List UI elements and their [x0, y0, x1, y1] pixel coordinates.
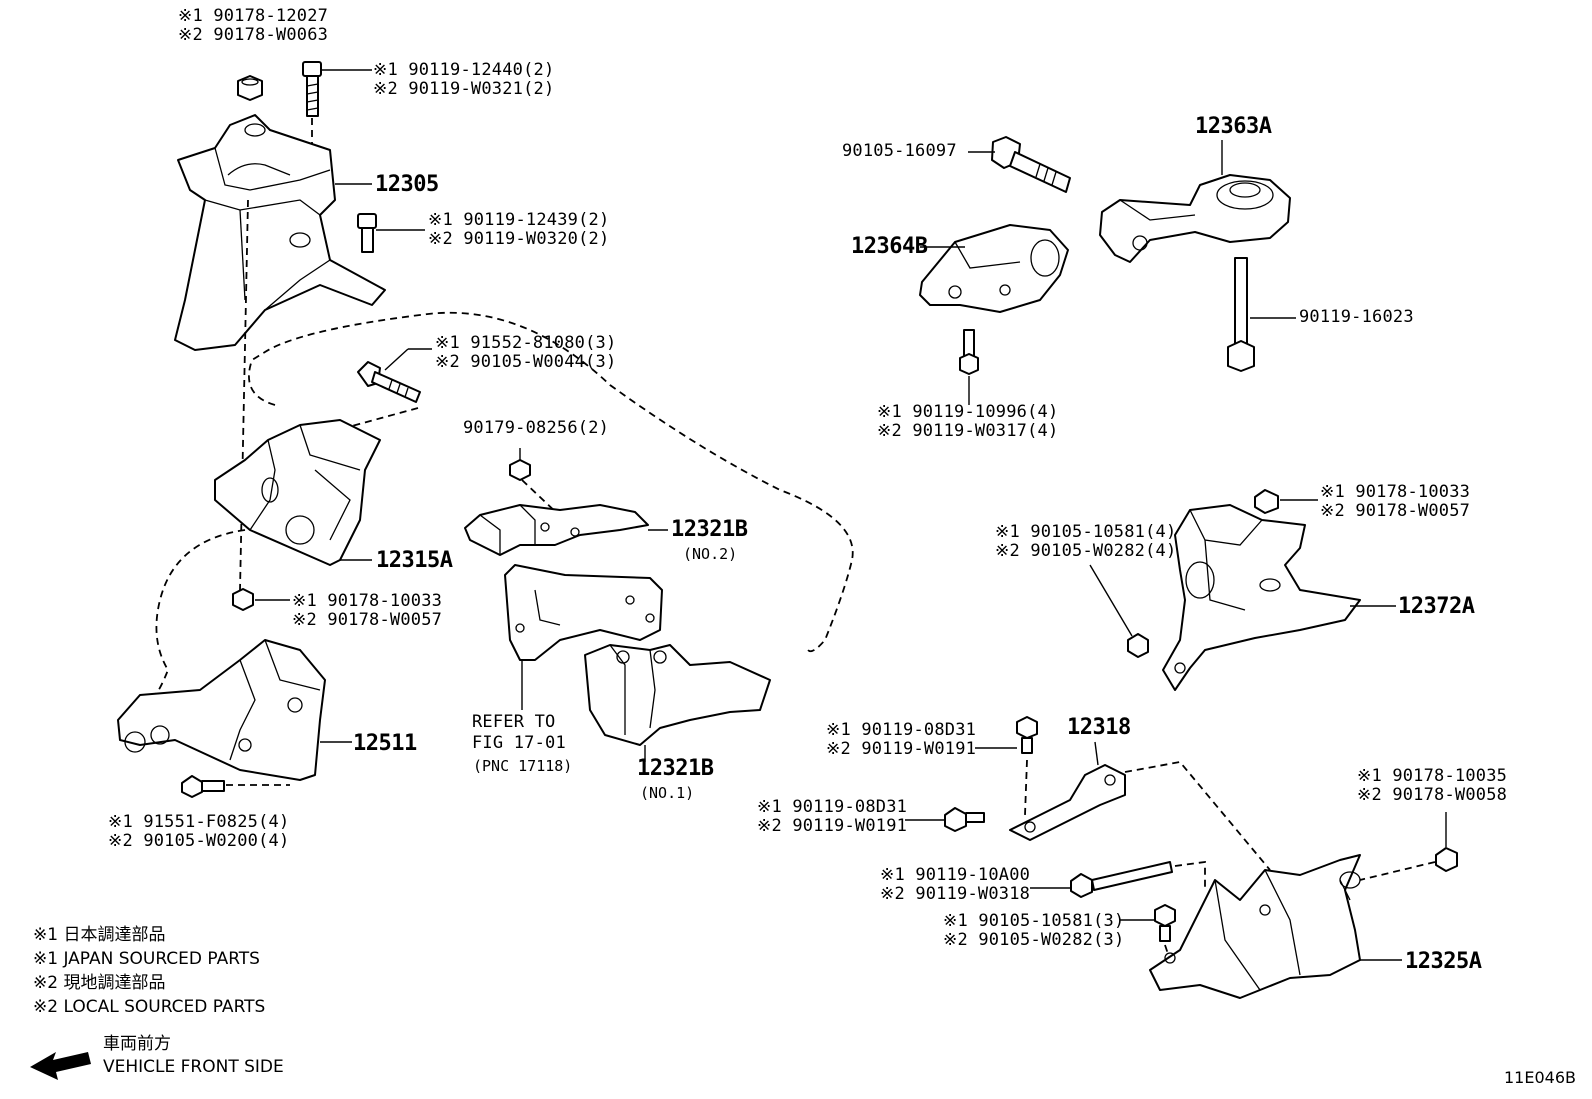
- part-12363A: [1099, 140, 1291, 263]
- part-number-12363A: 12363A: [1195, 114, 1272, 139]
- part-12318: [1009, 741, 1126, 841]
- part-number-12321B-no2: 12321B: [671, 517, 748, 542]
- label-bolt-mid-1: ※1 90119-12439(2): [428, 210, 610, 230]
- label-bolt-10a00-2: ※2 90119-W0318: [880, 884, 1031, 904]
- bolt-08d31-b: [905, 807, 985, 832]
- part-number-12372A: 12372A: [1398, 594, 1475, 619]
- label-bolt-4x-1: ※1 90119-10996(4): [877, 402, 1059, 422]
- label-bolt-3x-2: ※2 90105-W0282(3): [943, 930, 1125, 950]
- front-side-jp: 車両前方: [103, 1034, 171, 1054]
- label-bolt-08d31-b-2: ※2 90119-W0191: [757, 816, 908, 836]
- ref-bracket: [504, 564, 663, 710]
- label-bolt-3x-1: ※1 90105-10581(3): [943, 911, 1125, 931]
- label-nut-10035-1: ※1 90178-10035: [1357, 766, 1508, 786]
- label-bolt-90119-16023: 90119-16023: [1299, 307, 1414, 327]
- bolt-3x: [1120, 904, 1176, 942]
- label-nut-right-2: ※2 90178-W0057: [1320, 501, 1471, 521]
- label-bolt-right-1: ※1 90105-10581(4): [995, 522, 1177, 542]
- label-bolt-long-1: ※1 91552-81080(3): [435, 333, 617, 353]
- legend-line-2: ※1 JAPAN SOURCED PARTS: [33, 949, 260, 969]
- bolt-4x: [959, 329, 979, 405]
- label-nut-10035-2: ※2 90178-W0058: [1357, 785, 1508, 805]
- label-no2: (NO.2): [683, 545, 738, 563]
- part-number-12325A: 12325A: [1405, 949, 1482, 974]
- bolt-10a00: [1030, 861, 1173, 898]
- bolt-right: [1089, 564, 1149, 658]
- front-side-en: VEHICLE FRONT SIDE: [103, 1057, 284, 1077]
- label-bolt-top-2: ※2 90119-W0321(2): [373, 79, 555, 99]
- label-bolt-bottom-2: ※2 90105-W0200(4): [108, 831, 290, 851]
- nut-right: [1254, 489, 1318, 514]
- part-12511: [117, 639, 352, 781]
- bolt-long: [357, 348, 432, 403]
- label-nut-top-1: ※1 90178-12027: [178, 6, 329, 26]
- part-number-12318: 12318: [1067, 715, 1131, 740]
- label-bolt-top-1: ※1 90119-12440(2): [373, 60, 555, 80]
- label-nut-top-2: ※2 90178-W0063: [178, 25, 329, 45]
- part-number-12364B: 12364B: [851, 234, 928, 259]
- refer-line-1: REFER TO: [472, 712, 556, 732]
- bolt-90119-16023: [1227, 257, 1296, 372]
- part-number-12321B-no1: 12321B: [637, 756, 714, 781]
- nut-left: [232, 588, 290, 611]
- bolt-90105-16097: [968, 136, 1071, 193]
- label-bolt-08d31-a-1: ※1 90119-08D31: [826, 720, 977, 740]
- legend-line-3: ※2 現地調達部品: [33, 973, 166, 993]
- bolt-mid: [357, 213, 425, 253]
- label-bolt-bottom-1: ※1 91551-F0825(4): [108, 812, 290, 832]
- label-bolt-right-2: ※2 90105-W0282(4): [995, 541, 1177, 561]
- label-bolt-08d31-b-1: ※1 90119-08D31: [757, 797, 908, 817]
- bolt-top: [302, 61, 372, 117]
- label-bolt-mid-2: ※2 90119-W0320(2): [428, 229, 610, 249]
- nut-10035: [1359, 812, 1458, 881]
- part-12315A: [214, 419, 381, 566]
- label-bolt-long-2: ※2 90105-W0044(3): [435, 352, 617, 372]
- label-bolt-10a00-1: ※1 90119-10A00: [880, 865, 1031, 885]
- legend-line-1: ※1 日本調達部品: [33, 925, 166, 945]
- part-12321B-no2: [464, 504, 668, 556]
- part-12321B-no1: [584, 644, 771, 762]
- legend-line-4: ※2 LOCAL SOURCED PARTS: [33, 997, 266, 1017]
- label-no1: (NO.1): [640, 784, 695, 802]
- label-bolt-08d31-a-2: ※2 90119-W0191: [826, 739, 977, 759]
- part-12325A: [1149, 854, 1402, 999]
- nut-90179: [509, 448, 531, 481]
- front-arrow-icon: [30, 1052, 91, 1080]
- part-number-12305: 12305: [375, 172, 439, 197]
- figure-id: 11E046B: [1504, 1068, 1576, 1087]
- part-number-12315A: 12315A: [376, 548, 453, 573]
- part-12372A: [1162, 504, 1396, 691]
- nut-top: [237, 75, 263, 101]
- label-nut-left-2: ※2 90178-W0057: [292, 610, 443, 630]
- refer-line-3: (PNC 17118): [473, 757, 573, 775]
- part-12305: [174, 114, 386, 351]
- label-bolt-4x-2: ※2 90119-W0317(4): [877, 421, 1059, 441]
- refer-line-2: FIG 17-01: [472, 733, 566, 753]
- bolt-bottom: [181, 775, 290, 798]
- label-nut-left-1: ※1 90178-10033: [292, 591, 443, 611]
- part-12364B: [919, 224, 1069, 313]
- bolt-08d31-a: [975, 716, 1038, 754]
- label-bolt-90105: 90105-16097: [842, 141, 957, 161]
- label-nut-90179: 90179-08256(2): [463, 418, 610, 438]
- part-number-12511: 12511: [353, 731, 417, 756]
- label-nut-right-1: ※1 90178-10033: [1320, 482, 1471, 502]
